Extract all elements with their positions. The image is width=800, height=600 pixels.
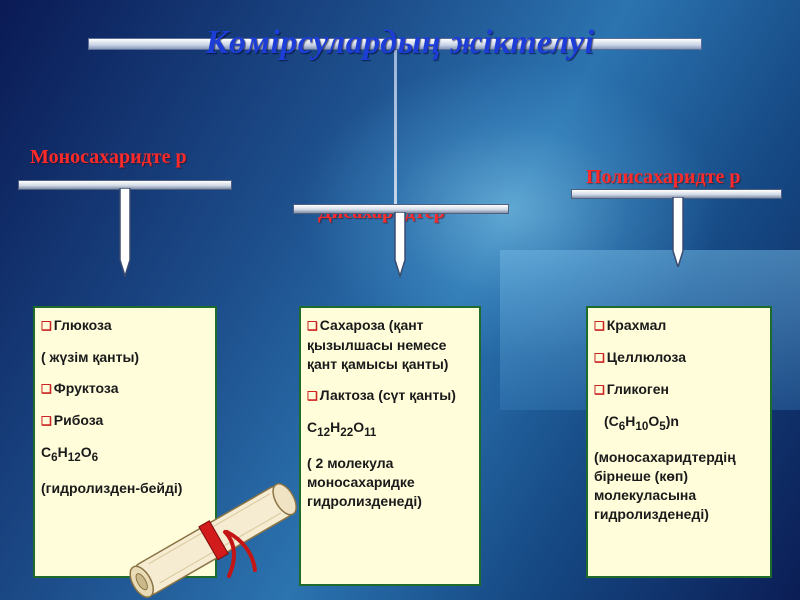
bullet-icon: ❑ (41, 414, 52, 428)
bullet-icon: ❑ (41, 319, 52, 333)
list-item: ❑Сахароза (қант қызылшасы немесе қант қа… (307, 316, 475, 374)
list-item-note: ( жүзім қанты) (41, 348, 211, 367)
center-connector-line (394, 50, 397, 210)
category-polysaccharides: Полисахаридте р (586, 166, 776, 188)
bullet-icon: ❑ (594, 351, 605, 365)
list-item: ❑Фруктоза (41, 379, 211, 399)
arrow-polysaccharides (670, 197, 686, 267)
list-item: ❑Крахмал (594, 316, 766, 336)
box-disaccharides: ❑Сахароза (қант қызылшасы немесе қант қа… (299, 306, 481, 586)
bullet-icon: ❑ (307, 319, 318, 333)
list-item: ❑Гликоген (594, 380, 766, 400)
bullet-icon: ❑ (594, 319, 605, 333)
bullet-icon: ❑ (594, 383, 605, 397)
category-monosaccharides: Моносахаридте р (30, 146, 230, 168)
page-title: Көмірсулардың жіктелуі (0, 24, 800, 62)
bullet-icon: ❑ (41, 382, 52, 396)
hydrolysis-note: ( 2 молекула моносахаридке гидролизденед… (307, 454, 475, 511)
bullet-icon: ❑ (307, 389, 318, 403)
chemical-formula: C6H12O6 (41, 443, 211, 467)
chemical-formula: C12H22O11 (307, 418, 475, 442)
list-item: ❑Рибоза (41, 411, 211, 431)
list-item: ❑Лактоза (сүт қанты) (307, 386, 475, 406)
arrow-monosaccharides (117, 188, 133, 278)
chemical-formula: (C6H10O5)n (594, 412, 766, 436)
scroll-clipart-icon (115, 480, 305, 600)
list-item: ❑Глюкоза (41, 316, 211, 336)
list-item: ❑Целлюлоза (594, 348, 766, 368)
hydrolysis-note: (моносахаридтердің бірнеше (көп) молекул… (594, 448, 766, 524)
arrow-disaccharides (392, 212, 408, 278)
box-polysaccharides: ❑Крахмал ❑Целлюлоза ❑Гликоген (C6H10O5)n… (586, 306, 772, 578)
